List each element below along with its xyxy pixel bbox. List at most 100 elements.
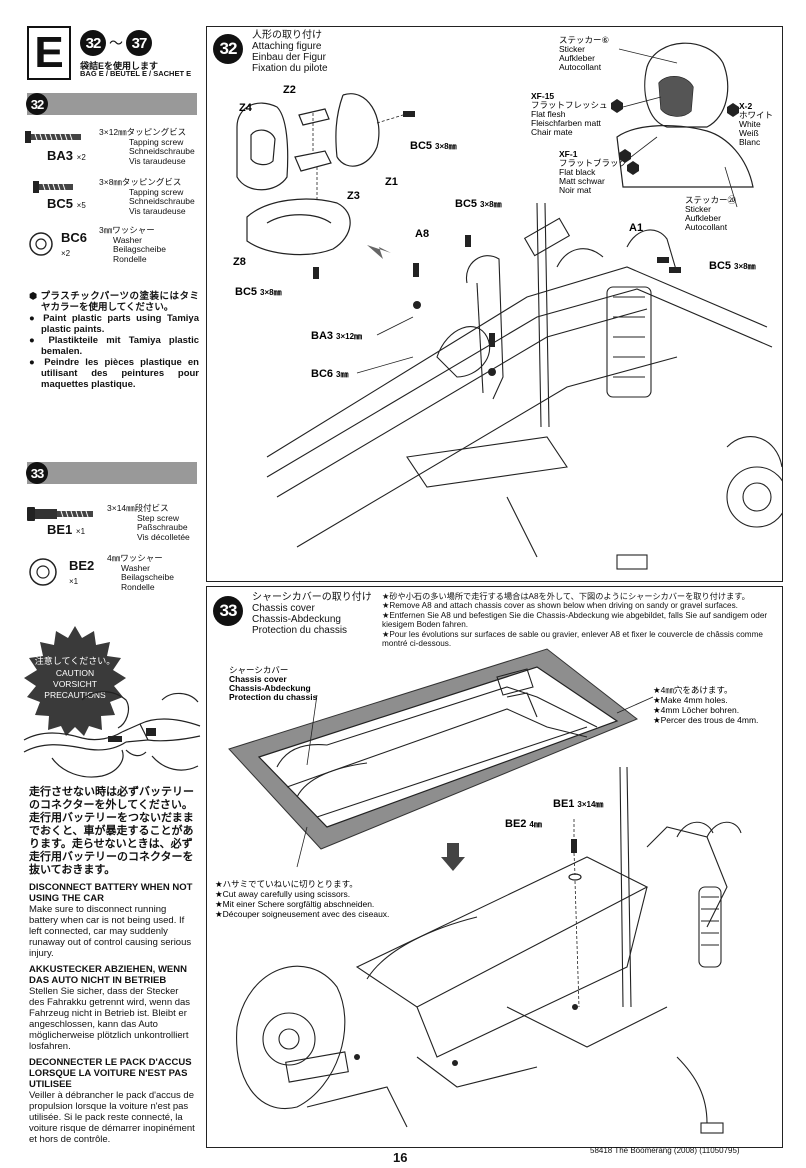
xf15-fr: Chair mate [531,127,573,137]
desc-jp: 3㎜ワッシャー [99,225,155,235]
desc-jp: 3×8㎜タッピングビス [99,177,182,187]
step33-band-number: 33 [26,462,48,484]
desc-fr: Vis décolletée [137,531,190,542]
washer-icon [29,232,53,256]
washer-4mm-icon [29,558,57,586]
chassis-cover [257,666,619,828]
step33-notes: ★砂や小石の多い場所で走行する場合はA8を外して、下図のようにシャーシカバーを取… [382,592,778,648]
chassis-drawing [266,202,782,570]
part-qty: ×2 [61,249,71,258]
step33-number: 33 [213,596,243,626]
part-qty: ×1 [69,577,79,586]
hex-bullet-icon: ● [29,335,49,346]
label-z3: Z3 [347,190,360,202]
caution-starburst: 注意してください。 CAUTION VORSICHT PRECAUTIONS [24,626,126,736]
label-z1: Z1 [385,176,398,188]
step32-title-fr: Fixation du pilote [252,63,328,74]
cover-label-en: Chassis cover [229,674,287,684]
xf15-code: XF-15 [531,91,554,101]
page-number: 16 [393,1150,408,1165]
step32-band [27,93,197,115]
battery-warning-fr: Veiller à débrancher le pack d'accus de … [29,1090,195,1145]
caution-jp: 注意してください。 [35,655,115,666]
step33-title-en: Chassis cover [252,603,315,614]
step33-note-en: ★Remove A8 and attach chassis cover as s… [382,601,738,611]
xf15-de: Fleischfarben matt [531,118,602,128]
xf1-fr: Noir mat [559,185,592,195]
step32-band-number: 32 [26,93,48,115]
paint-note-en: Paint plastic parts using Tamiya plastic… [41,313,199,335]
battery-warning-en-title: DISCONNECT BATTERY WHEN NOT USING THE CA… [29,882,193,904]
sticker6-jp: ステッカー⑥ [559,35,609,45]
chassis-bolts [354,1004,578,1066]
paint-note-jp: プラスチックパーツの塗装にはタミヤカラーを使用してください。 [40,291,199,313]
caution-fr: PRECAUTIONS [44,690,106,700]
desc-jp: 4㎜ワッシャー [107,553,163,563]
step-range-to: 37 [126,30,152,56]
paint-note-de: Plastikteile mit Tamiya plastic bemalen. [41,335,199,357]
tapping-screw-8-icon [33,181,73,193]
part-code: BE2 [69,558,95,573]
desc-en: Tapping screw [129,136,184,147]
part-be1: BE1 ×1 3×14㎜段付ビス Step screw Paßschraube … [25,502,200,542]
scissors-fr: ★Découper soigneusement avec des ciseaux… [215,909,389,919]
x2-de: Weiß [739,128,759,138]
sticker20-jp: ステッカー⑳ [685,195,737,205]
desc-fr: Rondelle [113,253,147,264]
step32-number: 32 [213,34,243,64]
x2-jp: ホワイト [739,110,773,120]
part-code: BC6 [61,230,88,245]
battery-warning-de: Stellen Sie sicher, dass der Stecker des… [29,986,191,1052]
tapping-screw-12-icon [25,131,81,143]
xf15-en: Flat flesh [531,109,566,119]
sticker6-fr: Autocollant [559,62,602,72]
label-a8: A8 [415,228,429,240]
xf1-de: Matt schwar [559,176,605,186]
holes-note: ★4㎜穴をあけます。 ★Make 4mm holes. ★4mm Löcher … [653,685,758,725]
desc-en: Tapping screw [129,186,184,197]
battery-warning-fr-title: DECONNECTER LE PACK D'ACCUS LORSQUE LA V… [29,1057,192,1090]
part-qty: ×5 [76,201,86,210]
step33-title-fr: Protection du chassis [252,625,348,636]
step33-diagram: シャーシカバー Chassis cover Chassis-Abdeckung … [215,648,758,1134]
step-range: 32 〜 37 [80,30,152,56]
cover-label: シャーシカバー Chassis cover Chassis-Abdeckung … [229,665,318,702]
xf1-code: XF-1 [559,149,578,159]
step-screw-icon [27,507,93,521]
caution-en: CAUTION [56,668,94,678]
sticker6-de: Aufkleber [559,53,595,63]
desc-en: Washer [113,234,142,245]
holes-de: ★4mm Löcher bohren. [653,705,739,715]
paint-pointer-icons [611,99,739,175]
desc-de: Schneidschraube [129,196,195,206]
step32-frame [206,26,783,582]
desc-de: Schneidschraube [129,146,195,156]
battery-warning: 走行させない時は必ずバッテリーのコネクターを外してください。走行用バッテリーをつ… [29,786,195,1145]
holes-fr: ★Percer des trous de 4mm. [653,715,758,725]
desc-en: Washer [121,562,150,573]
step33-note-jp: ★砂や小石の多い場所で走行する場合はA8を外して、下図のようにシャーシカバーを取… [382,592,750,601]
cover-leader-lines [296,694,654,868]
hex-bullet-icon: ● [29,313,44,324]
part-qty: ×1 [75,527,86,536]
disconnect-connector-illustration [23,691,201,778]
chassis-cover-detail [276,668,598,818]
bag-multi: BAG E / BEUTEL E / SACHET E [80,69,192,78]
desc-de: Beilagscheibe [113,244,166,254]
scissors-jp: ★ハサミでていねいに切りとります。 [215,879,358,889]
step32-title: 人形の取り付け Attaching figure Einbau der Figu… [252,30,328,74]
direction-arrow-icon [367,245,391,259]
cover-label-fr: Protection du chassis [229,692,318,702]
desc-jp: 3×12㎜タッピングビス [99,127,187,137]
xf15-jp: フラットフレッシュ [531,100,608,110]
battery-warning-de-title: AKKUSTECKER ABZIEHEN, WENN DAS AUTO NICH… [29,964,187,986]
down-arrow-icon [441,843,465,871]
bag-jp: 袋詰Eを使用します [80,61,159,71]
